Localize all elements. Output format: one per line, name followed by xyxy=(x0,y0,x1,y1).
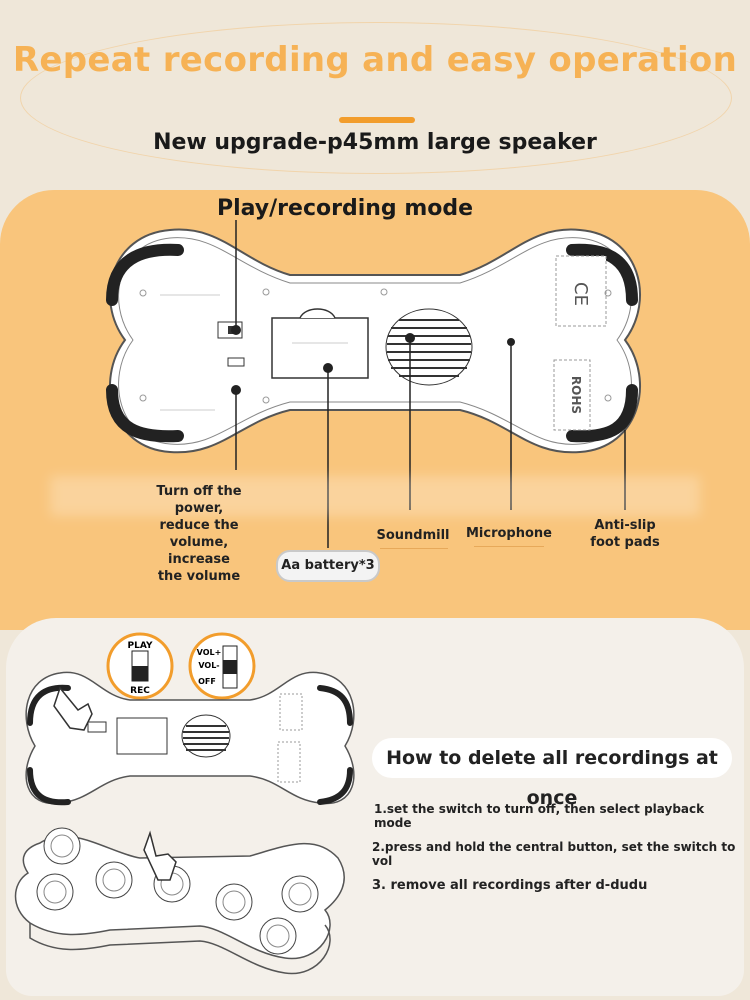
svg-text:PLAY: PLAY xyxy=(128,641,153,651)
rohs-box xyxy=(553,359,591,431)
instructions-illustrations: PLAY REC VOL+ VOL- OFF xyxy=(14,632,355,975)
ce-mark-box xyxy=(555,255,607,327)
howto-title: How to delete all recordings at once xyxy=(372,738,732,809)
device-back-diagram: CE ROHS xyxy=(106,220,641,548)
battery-cover xyxy=(271,317,369,379)
pointing-hand-icon-2 xyxy=(143,830,177,881)
blurred-strip xyxy=(50,476,700,516)
pointing-hand-icon xyxy=(53,686,93,731)
decorative-oval xyxy=(20,22,732,174)
step-2: 2.press and hold the central button, set… xyxy=(372,840,736,868)
speaker-grille xyxy=(385,308,473,386)
rohs-mark: ROHS xyxy=(569,376,583,414)
svg-text:REC: REC xyxy=(130,686,150,696)
power-volume-label: Turn off the power, reduce the volume, i… xyxy=(156,484,242,584)
step-3: 3. remove all recordings after d-dudu xyxy=(372,878,648,893)
foot-pad-top-left xyxy=(106,243,184,306)
speaker-label: Soundmill xyxy=(376,528,450,543)
ce-mark: CE xyxy=(570,282,591,306)
foot-pads-label: Anti-slip foot pads xyxy=(590,518,660,550)
step-1: 1.set the switch to turn off, then selec… xyxy=(374,802,705,830)
speaker-underline xyxy=(380,548,448,549)
accent-divider xyxy=(339,117,415,123)
bone-outline xyxy=(109,228,641,454)
svg-text:OFF: OFF xyxy=(198,677,216,686)
foot-pad-top-right xyxy=(566,243,638,306)
subheadline: New upgrade-p45mm large speaker xyxy=(153,130,597,155)
svg-text:VOL+: VOL+ xyxy=(197,648,222,657)
microphone-underline xyxy=(474,546,544,547)
foot-pad-bottom-right xyxy=(566,384,638,443)
volume-switch-callout xyxy=(188,632,256,700)
panel-title: Play/recording mode xyxy=(216,196,474,221)
battery-label: Aa battery*3 xyxy=(276,550,380,582)
svg-text:VOL-: VOL- xyxy=(198,661,219,670)
foot-pad-bottom-left xyxy=(106,384,184,443)
front-buttons xyxy=(36,827,319,955)
headline: Repeat recording and easy operation xyxy=(12,40,738,80)
microphone-label: Microphone xyxy=(465,526,552,541)
volume-switch xyxy=(227,357,245,367)
